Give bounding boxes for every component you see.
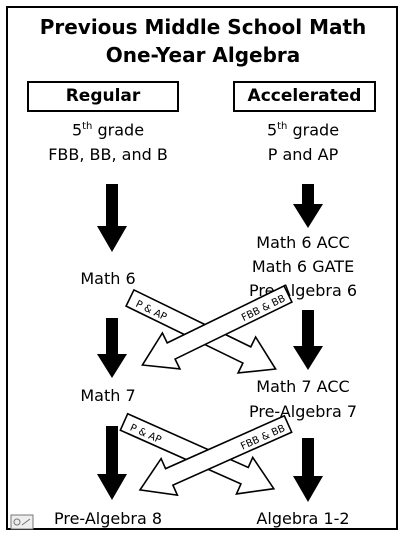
down-arrow-icon	[97, 184, 127, 252]
down-arrow-icon	[97, 426, 127, 500]
accelerated-prealgebra7: Pre-Algebra 7	[248, 402, 358, 421]
diagram-frame	[6, 6, 398, 530]
title-line-2: One-Year Algebra	[105, 43, 301, 67]
title-line-1: Previous Middle School Math	[39, 15, 367, 39]
cross-arrow-icon: FBB & BB	[138, 414, 293, 497]
accelerated-math6-gate: Math 6 GATE	[251, 257, 355, 276]
accelerated-groups: P and AP	[267, 145, 339, 164]
down-arrow-icon	[293, 438, 323, 502]
regular-math6: Math 6	[80, 269, 136, 288]
accelerated-header: Accelerated	[233, 81, 376, 112]
regular-grade: 5th grade	[71, 120, 145, 140]
slide-icon[interactable]	[10, 514, 34, 530]
down-arrow-icon	[97, 318, 127, 378]
regular-header: Regular	[27, 81, 179, 112]
regular-prealgebra8: Pre-Algebra 8	[53, 509, 163, 528]
regular-math7: Math 7	[80, 386, 136, 405]
regular-groups: FBB, BB, and B	[48, 145, 168, 164]
accelerated-grade: 5th grade	[266, 120, 340, 140]
accelerated-algebra12: Algebra 1-2	[256, 509, 350, 528]
down-arrow-icon	[293, 310, 323, 370]
accelerated-math7-acc: Math 7 ACC	[256, 377, 350, 396]
down-arrow-icon	[293, 184, 323, 228]
accelerated-math6-acc: Math 6 ACC	[256, 233, 350, 252]
